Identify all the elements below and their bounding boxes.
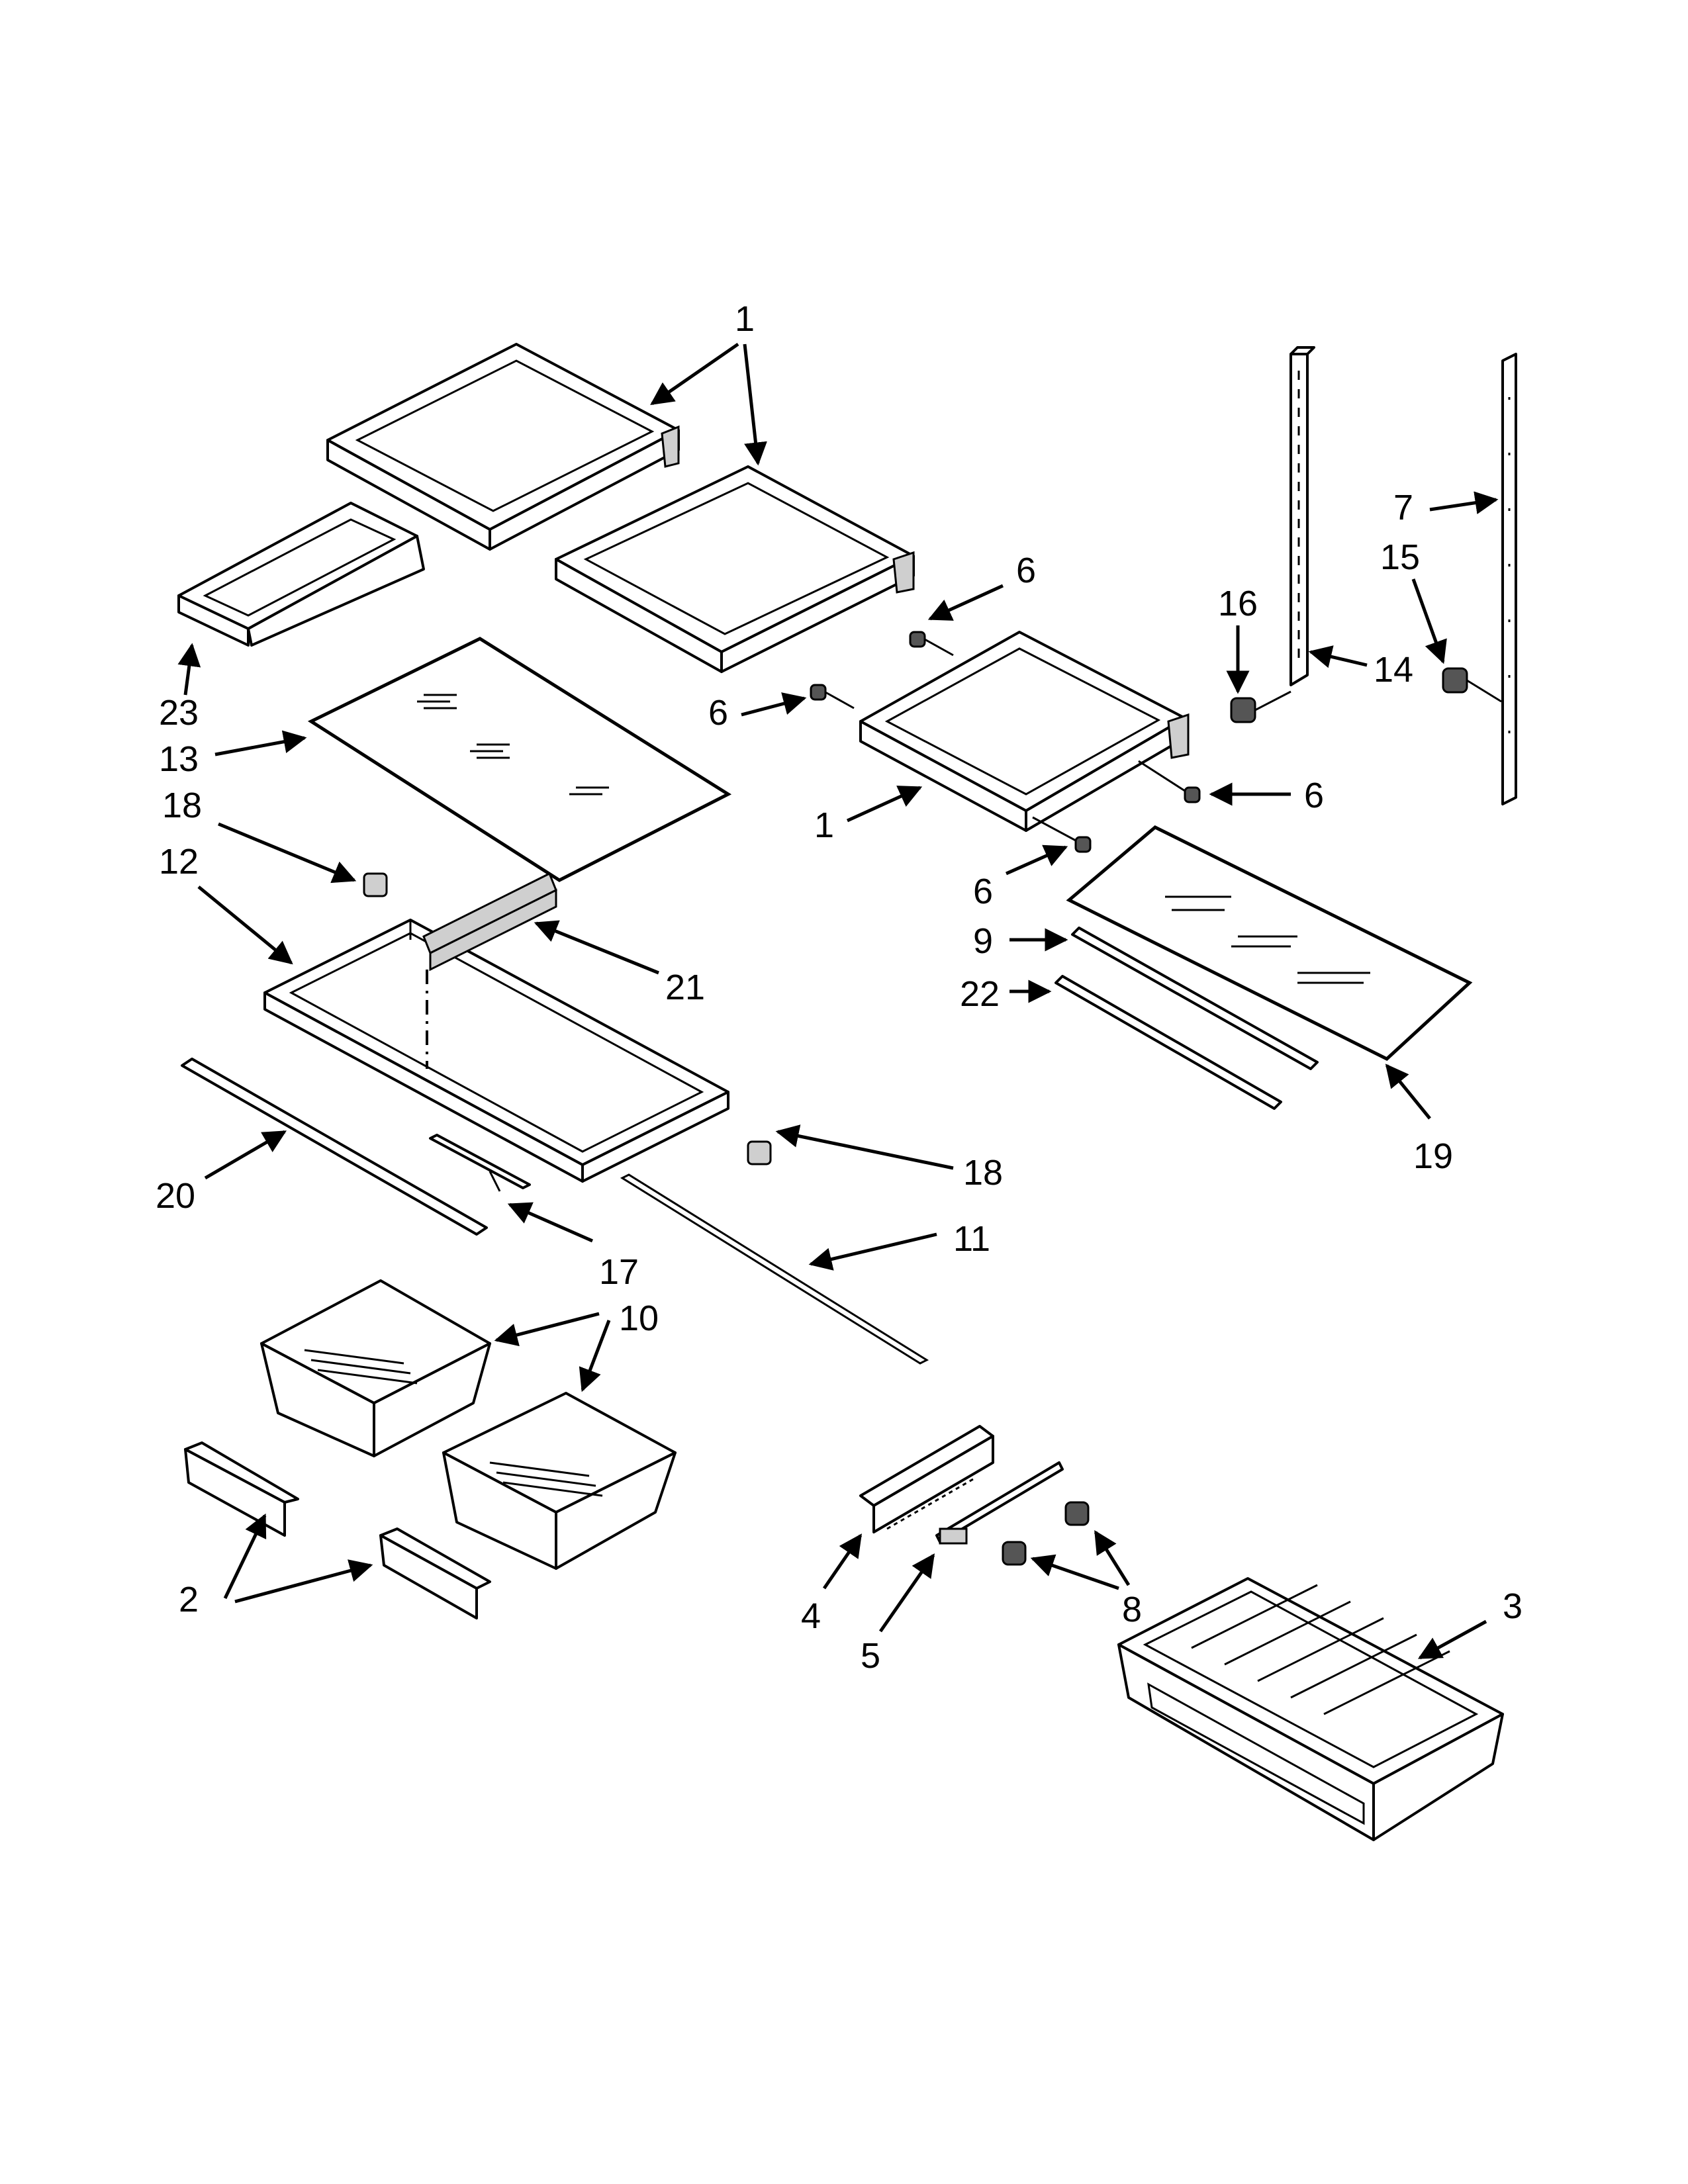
callout-13: 13 — [159, 739, 199, 779]
callout-20: 20 — [156, 1176, 195, 1216]
callout-16: 16 — [1218, 584, 1258, 623]
callout-1-top: 1 — [735, 299, 755, 339]
glass-shelf-19-highlights — [1165, 895, 1370, 984]
trim-20 — [181, 1058, 488, 1236]
slide-4 — [859, 1425, 994, 1533]
callout-2: 2 — [179, 1580, 199, 1619]
callout-11: 11 — [953, 1219, 990, 1259]
callout-6-b: 6 — [708, 693, 728, 733]
handle-2-b — [379, 1527, 491, 1619]
glass-shelf-13-highlights — [417, 694, 609, 796]
callout-5: 5 — [861, 1636, 880, 1676]
callout-10: 10 — [619, 1298, 659, 1338]
callout-8: 8 — [1122, 1590, 1142, 1629]
callout-labels: 1 1 2 3 4 5 6 6 6 6 7 8 9 10 11 12 13 14… — [156, 299, 1523, 1676]
callout-6-a: 6 — [1016, 551, 1036, 590]
callout-14: 14 — [1374, 650, 1413, 690]
handle-2-a — [184, 1441, 299, 1537]
crisper-cover-frame-12 — [263, 919, 729, 1183]
shelf-frame-middle — [555, 465, 915, 673]
rail-7 — [1501, 353, 1517, 805]
shelf-frame-top-left — [326, 343, 680, 551]
shelf-frame-small — [177, 502, 425, 647]
bracket-18-a — [363, 872, 388, 897]
slide-17 — [429, 1134, 531, 1192]
callout-19: 19 — [1413, 1136, 1453, 1176]
callout-6-c: 6 — [1304, 776, 1324, 815]
screw-8-a — [1064, 1501, 1090, 1526]
shelf-support-14 — [1289, 346, 1315, 686]
crisper-drawer-10-a — [260, 1279, 491, 1457]
callout-7: 7 — [1393, 488, 1413, 527]
callout-9: 9 — [973, 921, 993, 961]
callout-3: 3 — [1503, 1586, 1523, 1626]
shelf-frame-right — [859, 631, 1190, 832]
callout-21: 21 — [665, 968, 705, 1007]
callout-15: 15 — [1380, 537, 1420, 577]
glass-shelf-13 — [307, 637, 732, 882]
screw-8-b — [1002, 1541, 1027, 1566]
callout-18-b: 18 — [963, 1153, 1003, 1193]
slide-bracket-21 — [422, 872, 557, 972]
callout-4: 4 — [801, 1596, 821, 1636]
screw-15 — [1442, 667, 1502, 703]
callout-12: 12 — [159, 842, 199, 882]
callout-17: 17 — [599, 1252, 639, 1292]
callout-18-a: 18 — [162, 786, 202, 825]
leader-lines — [177, 342, 1499, 1660]
trim-11 — [620, 1173, 929, 1365]
crisper-drawer-10-b — [442, 1392, 677, 1570]
callout-1-right: 1 — [814, 805, 834, 845]
callout-23: 23 — [159, 693, 199, 733]
bracket-18-b — [747, 1140, 772, 1165]
screw-6-c — [1138, 760, 1201, 803]
screw-16 — [1230, 690, 1291, 723]
screw-6-d — [1032, 816, 1092, 853]
screw-6-a — [909, 631, 954, 657]
screw-6-b — [810, 684, 855, 709]
trim-22 — [1055, 975, 1282, 1110]
trim-9 — [1071, 927, 1319, 1070]
glass-shelf-19 — [1066, 825, 1473, 1062]
callout-22: 22 — [960, 974, 1000, 1014]
slide-5 — [935, 1461, 1064, 1545]
pantry-drawer-3 — [1117, 1577, 1504, 1841]
callout-6-d: 6 — [973, 872, 993, 911]
